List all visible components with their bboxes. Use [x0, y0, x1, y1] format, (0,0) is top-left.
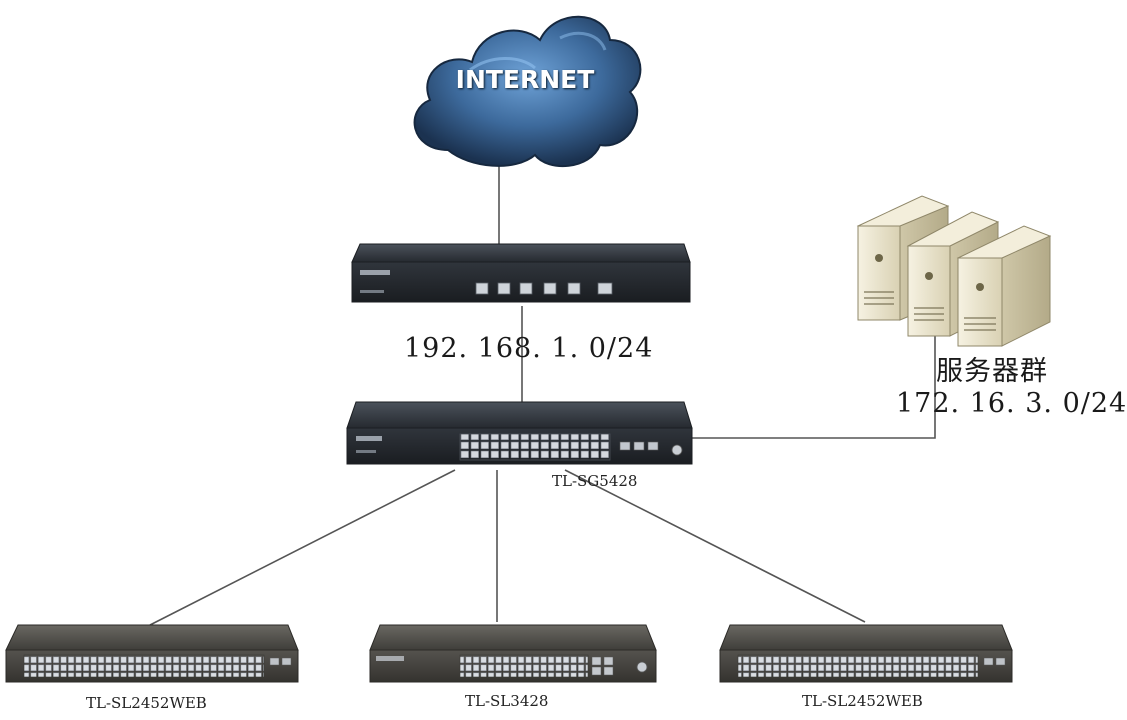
switch-icon: [369, 624, 657, 683]
router-subnet-label: 192. 168. 1. 0/24: [404, 333, 654, 364]
link-core-access-left: [149, 469, 456, 626]
internet-label: INTERNET: [455, 65, 595, 94]
access-switch-left-model-label: TL-SL2452WEB: [86, 694, 207, 712]
core-switch-model-label: TL-SG5428: [552, 472, 638, 490]
link-lines: [149, 165, 936, 626]
link-core-access-right: [564, 469, 866, 623]
server-group-name-label: 服务器群: [936, 356, 1048, 387]
server-icon: [956, 225, 1052, 347]
cloud-icon: [413, 15, 642, 168]
router-icon: [351, 243, 691, 303]
server-icon: [856, 195, 1052, 347]
access-switch-right-model-label: TL-SL2452WEB: [802, 692, 923, 710]
switch-icon: [5, 624, 299, 683]
switch-icon: [719, 624, 1013, 683]
access-switch-middle-model-label: TL-SL3428: [465, 692, 549, 710]
server-group-subnet-label: 172. 16. 3. 0/24: [896, 388, 1127, 419]
link-core-servers: [690, 335, 936, 439]
switch-icon: [346, 401, 693, 465]
